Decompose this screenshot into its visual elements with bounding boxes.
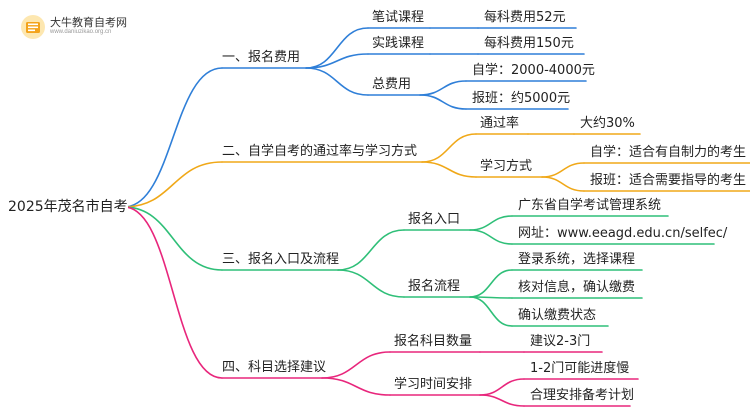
topic-label: 学习方式	[480, 159, 533, 175]
topic-connector	[305, 53, 369, 69]
branch-label: 一、报名费用	[222, 50, 301, 66]
leaf-label: 核对信息，确认缴费	[518, 280, 636, 296]
leaf-connector	[469, 215, 513, 231]
branch-connector	[123, 67, 223, 208]
leaf-label: 大约30%	[580, 116, 635, 132]
topic-label: 报名科目数量	[394, 334, 473, 350]
topic-connector	[305, 67, 369, 96]
topic-connector	[305, 27, 369, 69]
leaf-label: 广东省自学考试管理系统	[518, 198, 662, 214]
mindmap-root: 2025年茂名市自考	[8, 199, 128, 215]
leaf-label: 自学：适合有自制力的考生	[590, 145, 747, 161]
leaf-label: 网址：www.eeagd.edu.cn/selfec/	[518, 226, 728, 242]
branch-label: 四、科目选择建议	[222, 360, 327, 376]
leaf-label: 建议2-3门	[530, 334, 591, 350]
leaf-label: 报班：约5000元	[472, 91, 571, 107]
branch-connector	[123, 206, 223, 271]
leaf-label: 每科费用52元	[484, 10, 566, 26]
topic-connector	[337, 269, 405, 298]
leaf-label: 每科费用150元	[484, 36, 574, 52]
topic-label: 报名流程	[408, 279, 461, 295]
leaf-connector	[479, 378, 525, 396]
leaf-connector	[419, 80, 467, 96]
site-logo: 大牛教育自考网 www.daniuzikao.org.cn	[20, 12, 140, 46]
topic-connector	[337, 229, 405, 271]
topic-label: 总费用	[372, 77, 412, 93]
book-logo-icon	[21, 15, 45, 39]
leaf-connector	[469, 269, 513, 298]
leaf-connector	[541, 176, 585, 192]
leaf-connector	[469, 229, 513, 245]
branch-label: 三、报名入口及流程	[222, 252, 340, 268]
logo-title: 大牛教育自考网	[50, 16, 127, 29]
leaf-connector	[419, 94, 467, 110]
leaf-label: 自学：2000-4000元	[472, 63, 595, 79]
leaf-connector	[469, 296, 513, 327]
topic-connector	[421, 133, 477, 163]
leaf-label: 登录系统，选择课程	[518, 252, 636, 268]
topic-connector	[321, 351, 391, 379]
leaf-label: 合理安排备考计划	[530, 388, 635, 404]
topic-label: 通过率	[480, 116, 520, 132]
topic-label: 笔试课程	[372, 10, 425, 26]
leaf-label: 报班：适合需要指导的考生	[590, 173, 747, 189]
branch-label: 二、自学自考的通过率与学习方式	[222, 144, 418, 160]
branch-connector	[123, 161, 223, 208]
topic-label: 实践课程	[372, 36, 425, 52]
logo-url: www.daniuzikao.org.cn	[50, 29, 112, 35]
leaf-connector	[541, 162, 585, 178]
topic-label: 报名入口	[408, 212, 461, 228]
topic-connector	[321, 377, 391, 396]
leaf-connector	[479, 394, 525, 407]
leaf-label: 确认缴费状态	[518, 308, 597, 324]
branch-connector	[123, 206, 223, 379]
topic-label: 学习时间安排	[394, 377, 473, 393]
leaf-label: 1-2门可能进度慢	[530, 361, 630, 377]
topic-connector	[421, 161, 477, 178]
